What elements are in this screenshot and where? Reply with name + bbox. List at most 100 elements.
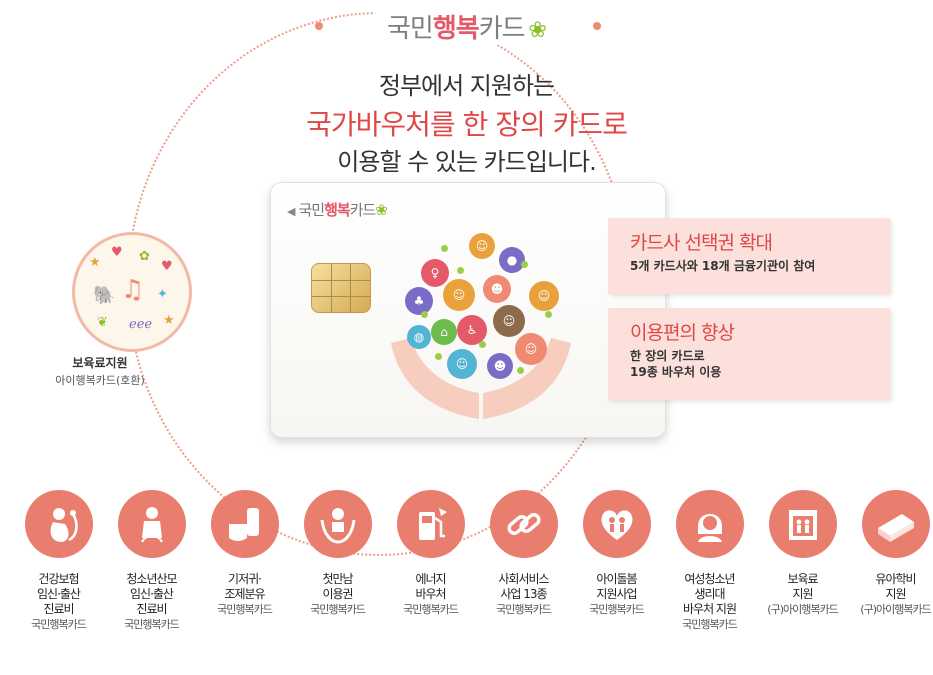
voucher-brand: 국민행복카드 xyxy=(310,603,366,616)
card-brand: ◀국민행복카드❀ xyxy=(287,199,388,220)
voucher-icon-circle xyxy=(861,490,930,558)
card-brand-part1: 국민 xyxy=(298,201,325,219)
voucher-label: 생리대 xyxy=(694,587,725,601)
voucher-brand: 국민행복카드 xyxy=(217,603,273,616)
voucher-label: 첫만남 xyxy=(322,572,353,586)
childcare-title: 보육료지원 xyxy=(72,356,128,370)
child-icon: ☻ xyxy=(483,275,511,303)
voucher-label: 임신·출산 xyxy=(130,587,174,601)
pregnant-stethoscope-icon xyxy=(50,508,78,542)
star-icon: ★ xyxy=(163,313,175,328)
person-icon: ☺ xyxy=(443,279,475,311)
hands-illustration xyxy=(391,338,571,419)
bottle-icon: ◍ xyxy=(407,325,431,349)
pills-icon: ● xyxy=(499,247,525,273)
card-chip xyxy=(311,263,371,313)
ring-dot-left xyxy=(315,22,323,30)
heart-icon: ♥ xyxy=(161,259,173,274)
childcare-illustration: ★ ♥ ✿ ♥ 🐘 ♫ ✦ ❦ ℯℯℯ ★ xyxy=(72,232,192,352)
brand-part3: 카드 xyxy=(478,14,526,44)
heart-icon: ♥ xyxy=(111,245,123,260)
voucher-label: 조제분유 xyxy=(224,587,265,601)
voucher-icon-circle xyxy=(210,490,279,558)
headline-line-2: 국가바우처를 한 장의 카드로 xyxy=(306,108,628,141)
voucher-label: 아이돌봄 xyxy=(596,572,637,586)
voucher-brand: (구)아이행복카드 xyxy=(767,603,838,616)
voucher-icon-circle xyxy=(675,490,744,558)
voucher-icon-circle xyxy=(489,490,558,558)
voucher-label: 사업 13종 xyxy=(500,587,547,601)
young-mother-icon xyxy=(140,507,163,543)
feature-card-choice: 카드사 선택권 확대 5개 카드사와 18개 금융기관이 참여 xyxy=(608,218,890,294)
brand-part1: 국민 xyxy=(387,14,434,44)
voucher-brand: 국민행복카드 xyxy=(682,618,738,631)
flower-icon: ✿ xyxy=(139,249,150,264)
voucher-label: 청소년산모 xyxy=(126,572,177,586)
feature-title: 이용편의 향상 xyxy=(630,322,735,344)
voucher-brand: 국민행복카드 xyxy=(589,603,645,616)
voucher-label: 여성청소년 xyxy=(684,572,735,586)
girl-icon xyxy=(697,514,722,542)
voucher-label: 임신·출산 xyxy=(37,587,81,601)
card-arrow-icon: ◀ xyxy=(287,205,296,218)
voucher-brand: 국민행복카드 xyxy=(31,618,87,631)
feature-title: 카드사 선택권 확대 xyxy=(630,232,773,254)
walk-icon: ☻ xyxy=(487,353,513,379)
voucher-brand: 국민행복카드 xyxy=(403,603,459,616)
brand-part2: 행복 xyxy=(432,14,480,44)
voucher-icon-circle xyxy=(24,490,93,558)
voucher-label: 이용권 xyxy=(322,587,353,601)
voucher-label: 에너지 xyxy=(415,572,446,586)
childcare-subtitle: 아이행복카드(호환) xyxy=(55,374,145,387)
diaper-bottle-icon xyxy=(228,508,259,541)
card-brand-part3: 카드 xyxy=(349,201,377,219)
voucher-brand: (구)아이행복카드 xyxy=(860,603,931,616)
home-icon: ⌂ xyxy=(431,319,457,345)
voucher-icon-circle xyxy=(303,490,372,558)
voucher-label: 건강보험 xyxy=(38,572,79,586)
voucher-label: 유아학비 xyxy=(875,572,916,586)
family-icon: ☺ xyxy=(515,333,547,365)
family-icon: ☺ xyxy=(447,349,477,379)
wheelchair-icon: ♿ xyxy=(457,315,487,345)
care-icon: ♣ xyxy=(405,287,433,315)
elephant-icon: 🐘 xyxy=(93,285,116,306)
swirl-icon: ℯℯℯ xyxy=(129,317,153,332)
voucher-icon-circle xyxy=(117,490,186,558)
baby-hands-icon xyxy=(320,508,355,544)
family-icon: ☺ xyxy=(469,233,495,259)
voucher-label: 바우처 xyxy=(415,587,446,601)
headline-line-3: 이용할 수 있는 카드입니다. xyxy=(337,148,596,176)
voucher-label: 진료비 xyxy=(43,602,74,616)
star-icon: ✦ xyxy=(157,287,168,302)
leaf-icon: ❦ xyxy=(97,315,108,330)
voucher-label: 지원 xyxy=(792,587,813,601)
card-clover-icon: ❀ xyxy=(375,201,388,219)
voucher-brand: 국민행복카드 xyxy=(496,603,552,616)
feature-desc: 5개 카드사와 18개 금융기관이 참여 xyxy=(630,259,816,273)
headline-line-1: 정부에서 지원하는 xyxy=(378,72,555,100)
voucher-label: 기저귀· xyxy=(228,572,262,586)
voucher-brand: 국민행복카드 xyxy=(124,618,180,631)
heart-family-icon xyxy=(601,510,632,540)
ring-dot-right xyxy=(593,22,601,30)
voucher-label: 바우처 지원 xyxy=(682,602,737,616)
house-family-icon xyxy=(788,510,817,540)
brand-header: 국민행복카드❀ xyxy=(0,8,933,45)
clover-icon: ❀ xyxy=(528,18,547,43)
voucher-label: 지원 xyxy=(885,587,906,601)
voucher-label: 보육료 xyxy=(787,572,818,586)
